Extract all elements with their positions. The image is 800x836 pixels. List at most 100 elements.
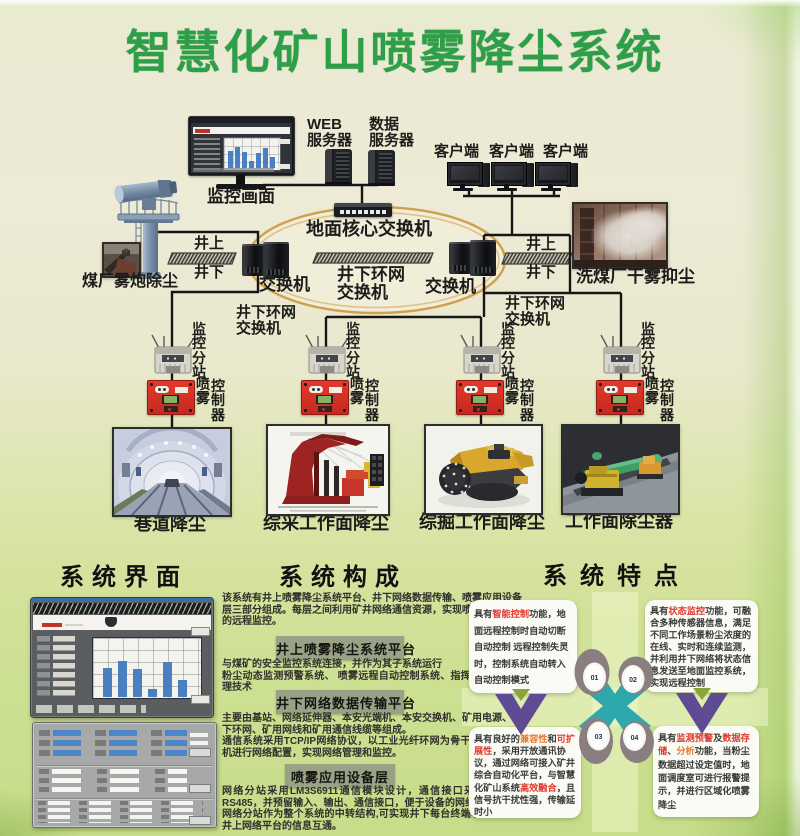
bar <box>270 157 275 168</box>
controller3-label-col2: 控制器 <box>520 378 534 423</box>
bar <box>163 662 172 697</box>
platform3-desc: 网络分站采用LM3S6911通信模块设计，通信接口采用RJ45转RS485，并预… <box>222 786 522 832</box>
bar <box>228 151 233 168</box>
core-switch-label: 地面核心交换机 <box>306 219 432 239</box>
interface-screenshot-2 <box>32 722 217 828</box>
platform1-desc: 与煤矿的安全监控系统连接，并作为其子系统运行 粉尘动态监测预警系统、 喷雾远程自… <box>222 659 522 693</box>
controller2-label-col2: 控制器 <box>365 378 379 423</box>
right-surface-below-label: 井下 <box>526 264 557 281</box>
wash-plant-photo <box>572 202 668 269</box>
left-surface-below-label: 井下 <box>194 264 225 281</box>
platform1-label: 井上喷雾降尘系统平台 <box>276 636 415 660</box>
substation2-label: 监控分站 <box>346 321 360 381</box>
ring-network-switch-center-label: 井下环网 交换机 <box>337 265 405 303</box>
bar <box>178 680 187 697</box>
controller1-label-col2: 控制器 <box>211 378 225 423</box>
bar <box>242 151 247 168</box>
monitoring-screen-content <box>191 119 292 173</box>
controller4-label-col2: 控制器 <box>660 378 674 423</box>
badge-4: 04 <box>631 735 639 742</box>
left-switch-device <box>242 242 289 278</box>
substation4-label: 监控分站 <box>641 321 655 381</box>
surface-band-left <box>167 252 237 265</box>
monitoring-screen-device <box>188 116 295 176</box>
features-section-heading: 系统特点 <box>543 563 691 590</box>
down-arrow-left <box>495 689 547 735</box>
coal-plant-photo <box>102 242 141 278</box>
interface-bar-chart <box>103 641 195 697</box>
scene1-label: 巷道降尘 <box>134 514 206 534</box>
composition-section-heading: 系统构成 <box>279 564 407 591</box>
right-switch-label: 交换机 <box>425 277 476 296</box>
right-surface-above-label: 井上 <box>526 236 557 253</box>
platform2-desc: 主要由基站、网络延伸器、本安光端机、本安交换机、矿用电源、井下环网、矿用网线和矿… <box>222 713 522 759</box>
tunnel-scene-photo <box>112 427 232 517</box>
controller1-label-col1: 喷雾 <box>196 376 210 407</box>
controller3-label-col1: 喷雾 <box>505 376 519 407</box>
substation2-device <box>305 334 349 374</box>
badge-3: 03 <box>595 734 603 741</box>
spray-controller4-device <box>596 380 644 415</box>
bar <box>256 153 261 168</box>
composition-intro: 该系统有井上喷雾降尘系统平台、井下网络数据传输、喷雾应用设备层三部分组成。每层之… <box>222 593 522 627</box>
substation1-device <box>151 334 195 374</box>
platform2-label: 井下网络数据传输平台 <box>276 690 415 714</box>
interface-screenshot-1 <box>30 597 214 718</box>
scene3-label: 综掘工作面降尘 <box>419 512 545 532</box>
left-surface-above-label: 井上 <box>194 235 225 252</box>
web-server-label: WEB 服务器 <box>307 116 353 150</box>
platform3-label: 喷雾应用设备层 <box>285 764 395 788</box>
bar <box>118 660 127 697</box>
substation3-label: 监控分站 <box>501 321 515 381</box>
client1-device <box>447 162 490 192</box>
scene2-label: 综采工作面降尘 <box>263 513 389 533</box>
feature-box-2: 具有状态监控功能，可融合多种传感器信息，满足不同工作场景粉尘浓度的在线、实时和连… <box>645 600 758 692</box>
dust-remover-scene-photo <box>561 424 680 515</box>
core-switch-device <box>334 203 392 217</box>
client1-label: 客户端 <box>434 143 480 160</box>
monitor-stand <box>236 175 245 185</box>
monitor-base <box>216 184 266 189</box>
client2-label: 客户端 <box>489 143 535 160</box>
feature-box-4: 具有监测预警及数据存储、分析功能，当粉尘数据超过设定值时，地面调度室可进行报警提… <box>653 726 759 817</box>
scene4-label: 工作面除尘器 <box>565 511 673 531</box>
bar <box>249 161 254 168</box>
fog-cannon-tower <box>114 180 180 279</box>
interface-section-heading: 系统界面 <box>60 564 188 591</box>
wash-plant-label: 洗煤厂干雾抑尘 <box>576 267 695 286</box>
controller4-label-col1: 喷雾 <box>645 376 659 407</box>
monitoring-screen-label: 监控画面 <box>207 187 275 206</box>
client3-device <box>535 162 578 192</box>
badge-1: 01 <box>591 675 599 682</box>
feature-box-1: 具有智能控制功能，地面远程控制时自动切断自动控制 远程控制失灵时，控制系统自动转… <box>469 600 577 693</box>
badge-2: 02 <box>629 677 637 684</box>
bar <box>133 669 142 697</box>
ring-network-switch-left-label: 井下环网 交换机 <box>236 304 297 338</box>
down-arrow-right <box>676 688 728 734</box>
page-title: 智慧化矿山喷雾降尘系统 <box>125 26 665 78</box>
right-switch-device <box>449 240 496 276</box>
roadheader-scene-photo <box>424 424 543 515</box>
substation1-label: 监控分站 <box>192 321 206 381</box>
web-server-device <box>325 149 352 185</box>
substation3-device <box>460 334 504 374</box>
left-switch-label: 交换机 <box>259 275 310 294</box>
bar <box>148 688 157 697</box>
spray-controller3-device <box>456 380 504 415</box>
spray-controller1-device <box>147 380 195 415</box>
bar <box>235 146 240 168</box>
data-server-label: 数据 服务器 <box>369 116 415 150</box>
mining-face-scene-photo <box>266 424 390 516</box>
feature-box-3: 具有良好的兼容性和可扩展性，采用开放通讯协议，通过网络可接入矿井综合自动化平台，… <box>469 727 581 818</box>
client3-label: 客户端 <box>543 143 589 160</box>
bar <box>103 667 112 697</box>
bar <box>263 147 268 168</box>
ring-band-center <box>312 252 434 264</box>
spray-controller2-device <box>301 380 349 415</box>
monitor-bar-chart <box>228 141 276 168</box>
client2-device <box>491 162 534 192</box>
controller2-label-col1: 喷雾 <box>350 376 364 407</box>
data-server-device <box>368 150 395 186</box>
